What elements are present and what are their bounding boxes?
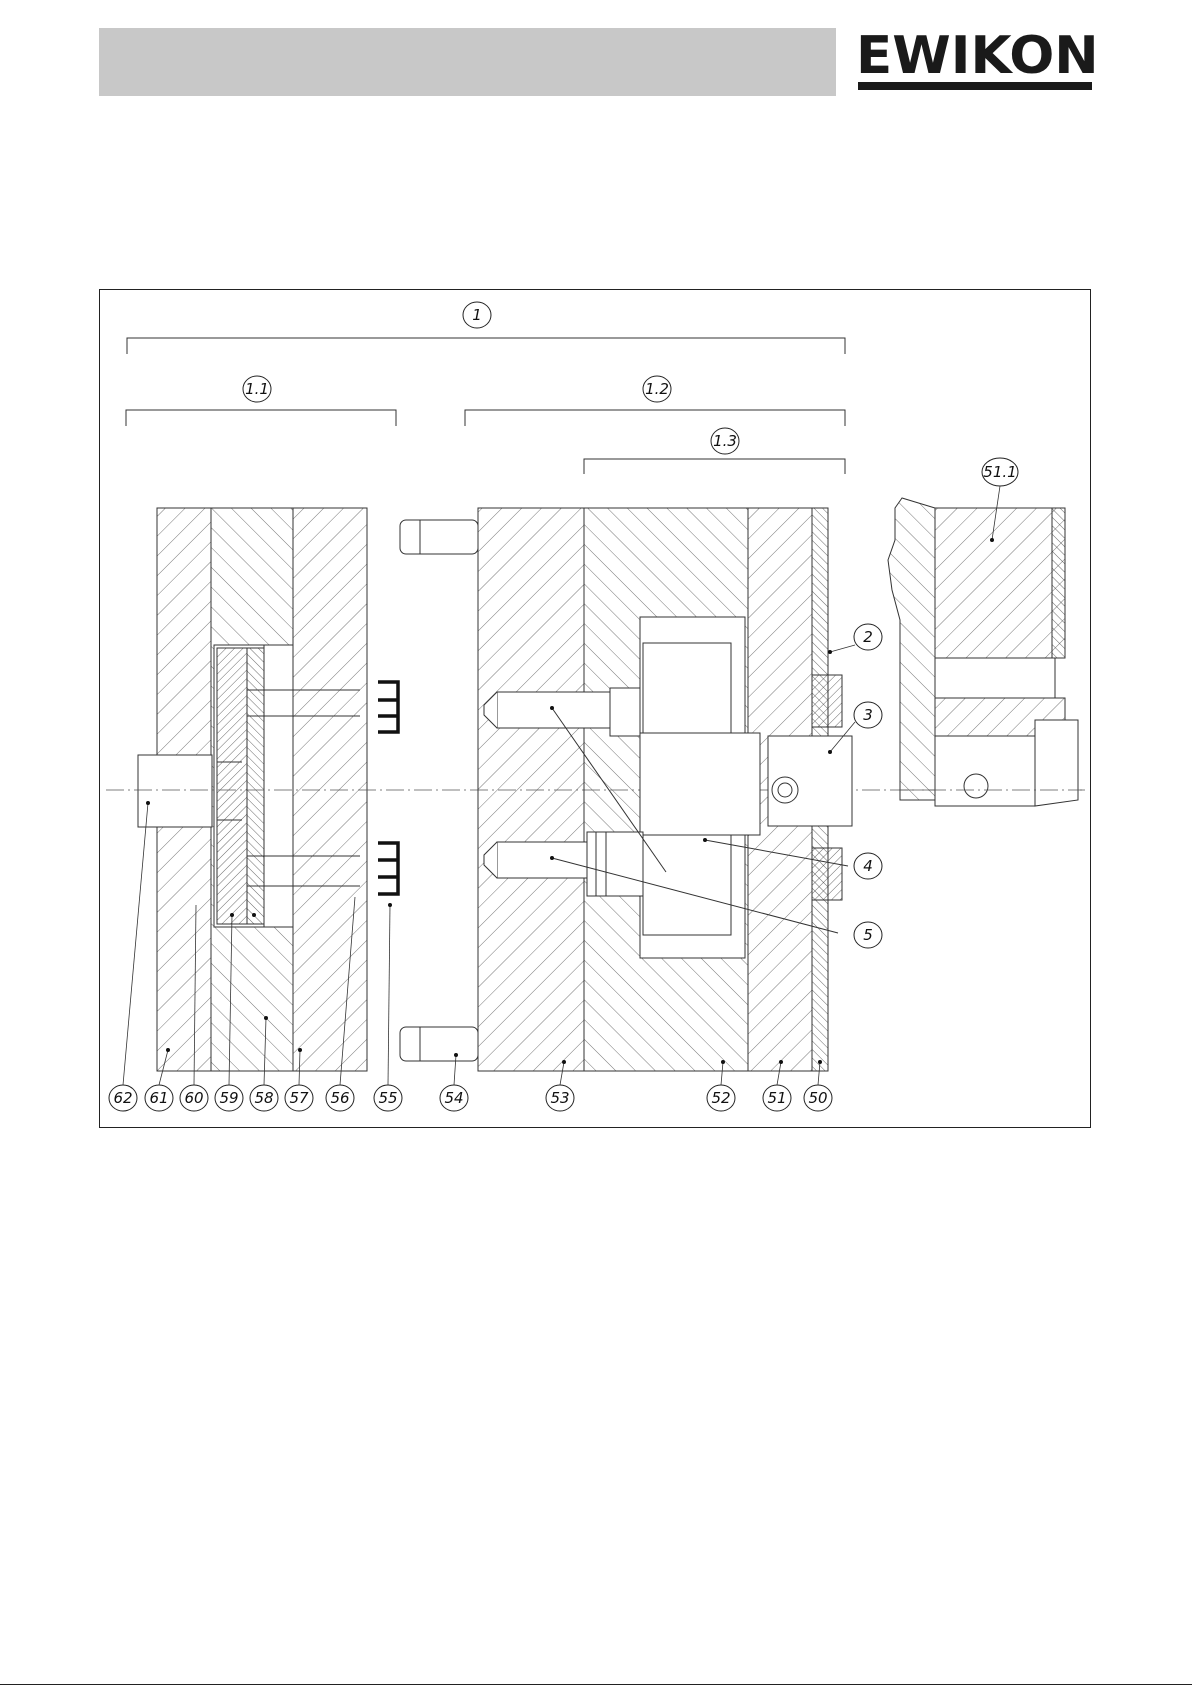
label-1-2: 1.2	[645, 380, 669, 398]
locating-ring-62	[138, 755, 212, 827]
guide-pin-upper	[400, 520, 478, 554]
bracket-1	[127, 338, 845, 354]
guide-pin-54	[400, 1027, 478, 1061]
label-60: 60	[184, 1089, 203, 1107]
manifold-inlet	[640, 733, 760, 835]
label-2: 2	[863, 628, 873, 646]
label-52: 52	[711, 1089, 730, 1107]
label-55: 55	[378, 1089, 397, 1107]
ejector-plate-59	[217, 648, 247, 924]
clamp-2	[812, 675, 842, 727]
label-3: 3	[863, 706, 873, 724]
plate-57	[293, 508, 367, 1071]
detail-51-1	[888, 498, 1085, 806]
ejector-gap	[264, 645, 293, 927]
bracket-1-3	[584, 459, 845, 474]
label-59: 59	[219, 1089, 238, 1107]
label-51-1: 51.1	[983, 463, 1016, 481]
bracket-1-1	[126, 410, 396, 426]
label-54: 54	[444, 1089, 463, 1107]
label-1-3: 1.3	[713, 432, 737, 450]
label-1-1: 1.1	[245, 380, 269, 398]
bracket-1-2	[465, 410, 845, 426]
label-57: 57	[289, 1089, 309, 1107]
nozzle-5-lower	[497, 842, 587, 878]
label-50: 50	[808, 1089, 827, 1107]
label-61: 61	[149, 1089, 168, 1107]
fixed-half	[400, 508, 852, 1071]
label-5: 5	[863, 926, 873, 944]
ejector-plate-60	[247, 648, 264, 924]
label-1: 1	[472, 306, 482, 324]
group-brackets	[126, 338, 845, 474]
label-53: 53	[550, 1089, 569, 1107]
plate-53	[478, 508, 584, 1071]
label-4: 4	[863, 857, 873, 875]
label-58: 58	[254, 1089, 273, 1107]
label-62: 62	[113, 1089, 132, 1107]
nozzle-5-upper	[497, 692, 617, 728]
label-51: 51	[767, 1089, 786, 1107]
label-56: 56	[330, 1089, 349, 1107]
